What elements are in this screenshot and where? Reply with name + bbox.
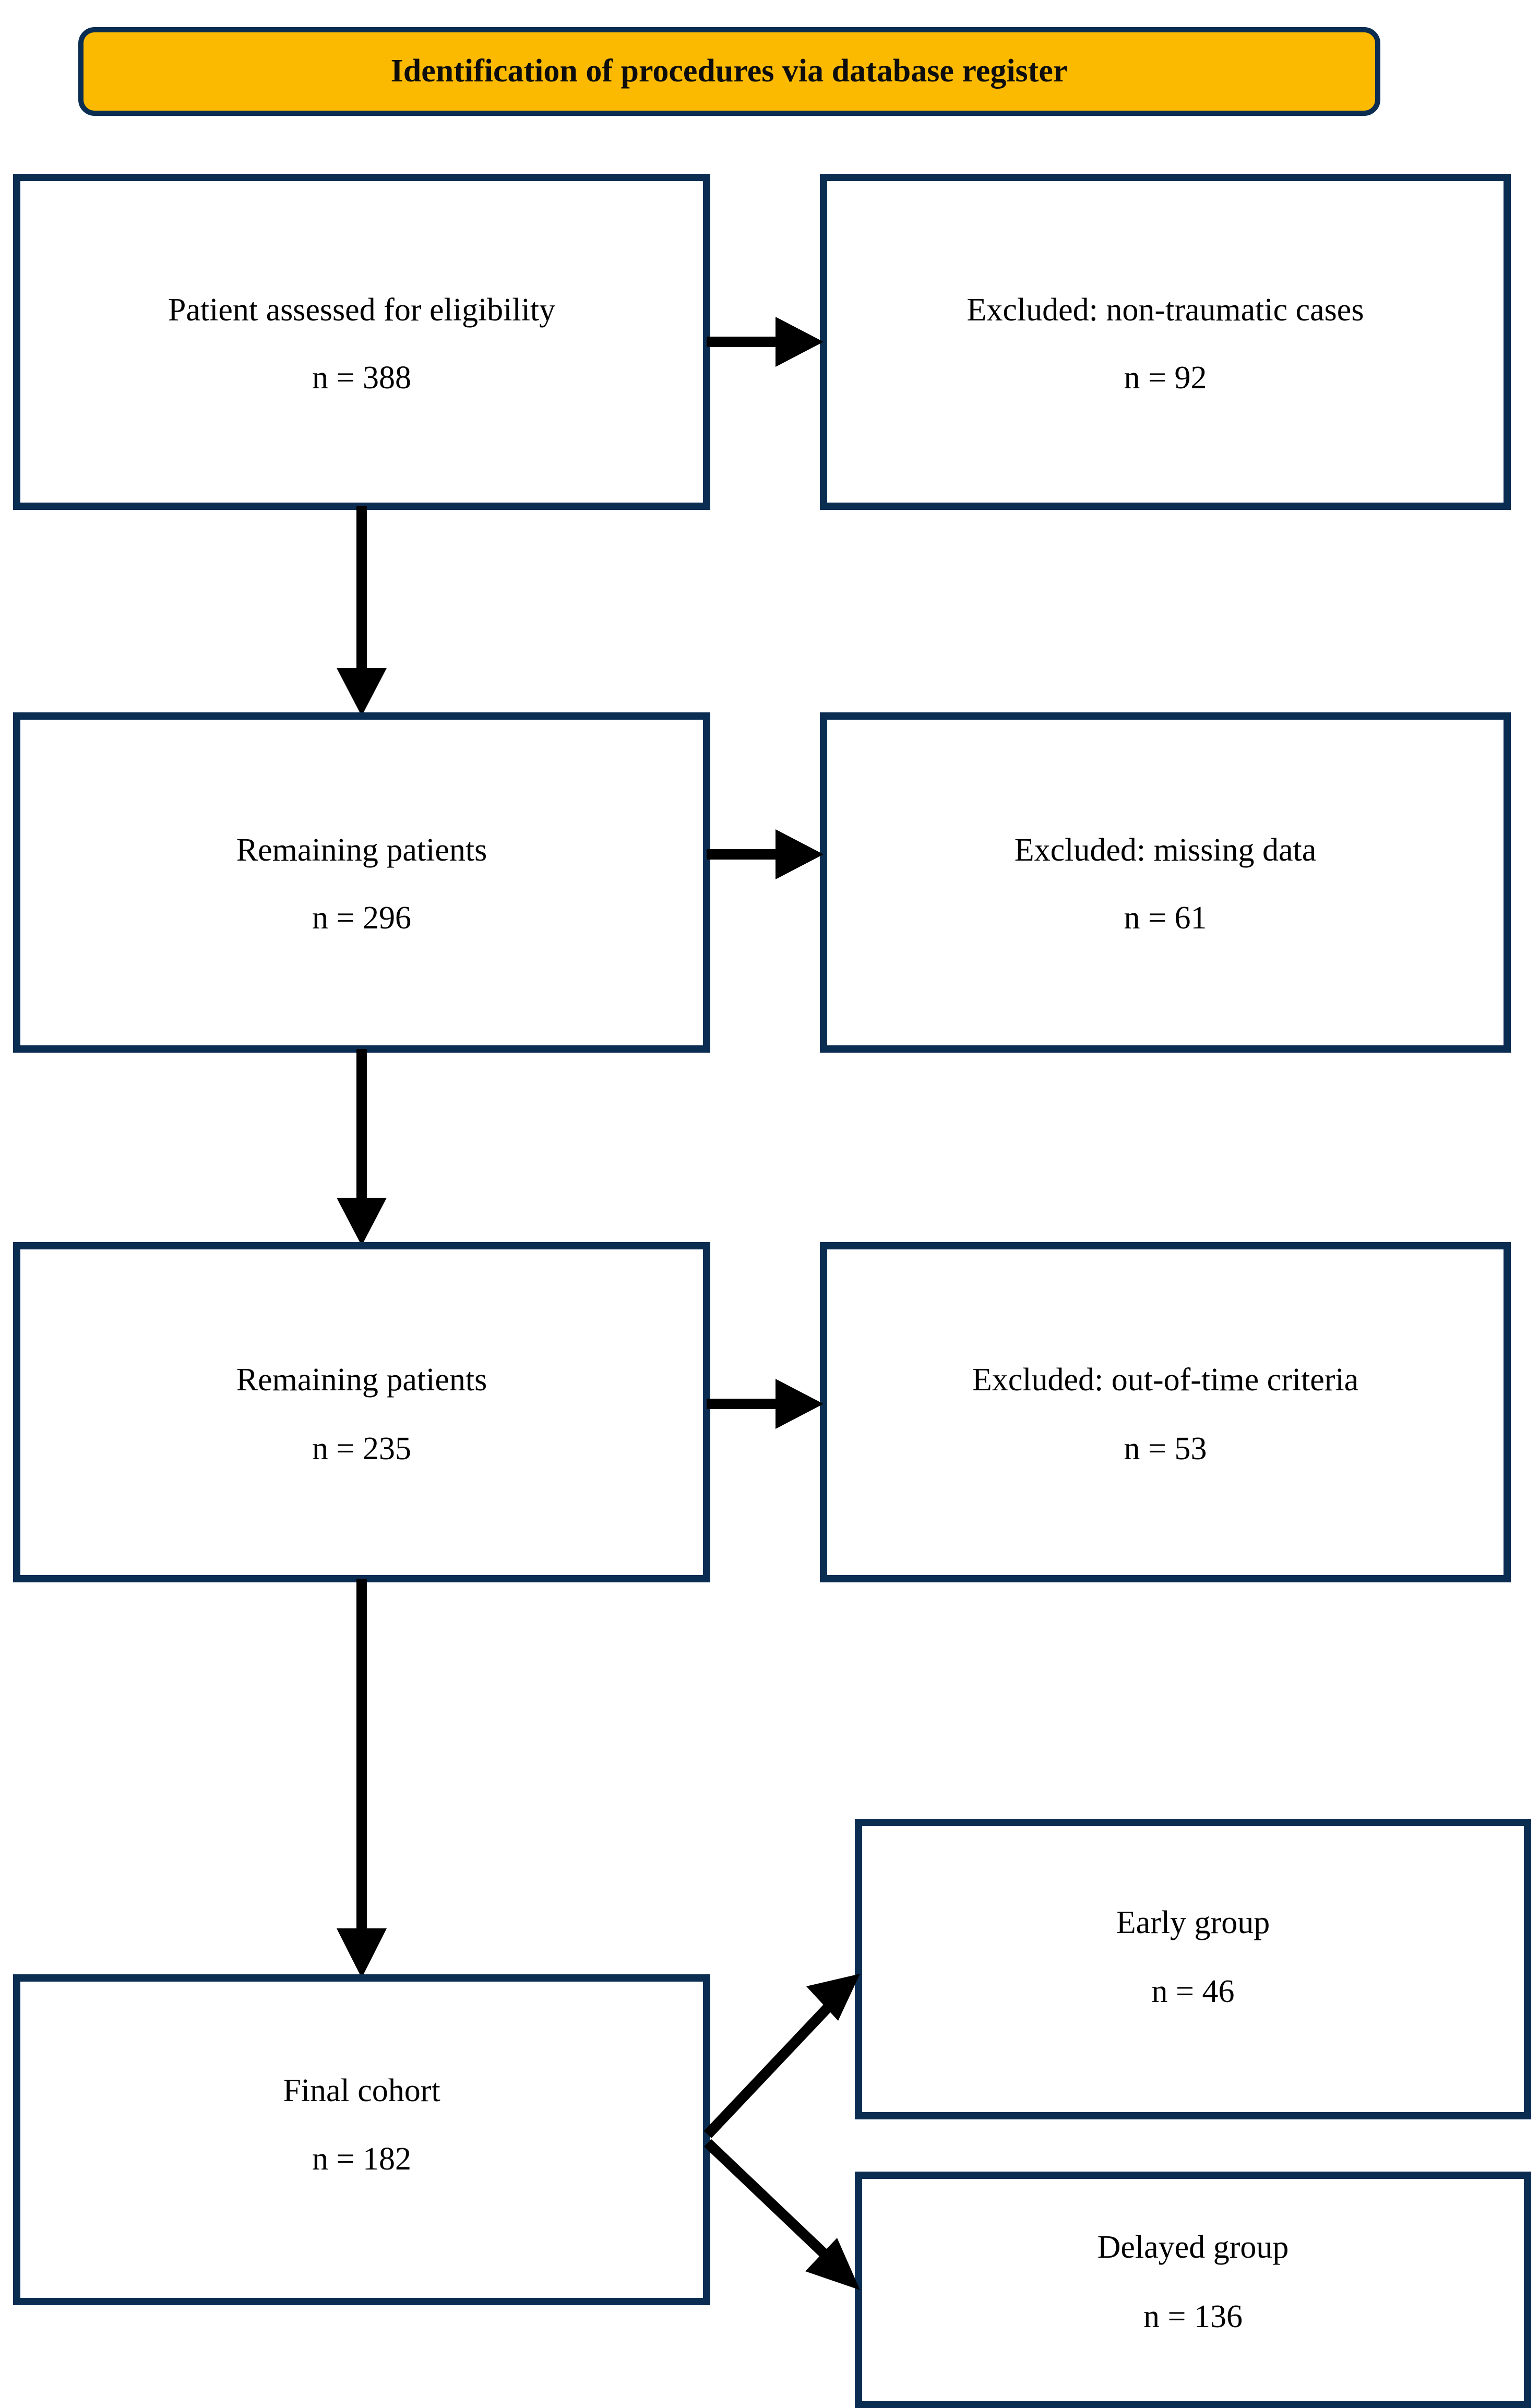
node-excluded-missing-data: Excluded: missing data n = 61 xyxy=(820,712,1511,1053)
edge-remaining-1-to-remaining-2 xyxy=(337,1049,387,1246)
node-remaining-2-count: n = 235 xyxy=(312,1431,411,1467)
arrow-head-icon xyxy=(806,1974,860,2021)
node-excluded-missing-data-label: Excluded: missing data xyxy=(1015,832,1317,868)
edge-line xyxy=(703,1995,840,2138)
node-delayed-group-count: n = 136 xyxy=(1143,2299,1243,2334)
node-excluded-out-of-time-count: n = 53 xyxy=(1124,1431,1207,1467)
edge-remaining-2-to-final-cohort xyxy=(337,1579,387,1978)
edge-line xyxy=(704,2139,840,2269)
node-eligibility-label: Patient assessed for eligibility xyxy=(168,292,555,328)
banner-identification: Identification of procedures via databas… xyxy=(78,27,1380,116)
edge-eligibility-to-remaining-1 xyxy=(337,506,387,716)
node-remaining-2-label: Remaining patients xyxy=(236,1362,487,1398)
node-eligibility-box xyxy=(13,174,710,510)
node-remaining-1: Remaining patients n = 296 xyxy=(13,712,710,1053)
arrow-head-icon xyxy=(805,2238,860,2290)
node-excluded-nontraumatic-count: n = 92 xyxy=(1124,360,1207,396)
arrow-head-icon xyxy=(337,1928,387,1978)
edge-remaining-1-to-excluded-missing-data xyxy=(707,829,824,879)
node-excluded-nontraumatic: Excluded: non-traumatic cases n = 92 xyxy=(820,174,1511,510)
arrow-head-icon xyxy=(776,829,824,879)
node-early-group: Early group n = 46 xyxy=(855,1819,1531,2119)
edge-final-cohort-to-delayed-group xyxy=(704,2139,860,2290)
node-final-cohort-count: n = 182 xyxy=(312,2141,411,2177)
node-final-cohort-box xyxy=(13,1974,710,2305)
node-excluded-missing-data-count: n = 61 xyxy=(1124,900,1207,936)
node-remaining-1-box xyxy=(13,712,710,1053)
arrow-head-icon xyxy=(776,317,824,367)
node-final-cohort: Final cohort n = 182 xyxy=(13,1974,710,2305)
node-excluded-nontraumatic-box xyxy=(820,174,1511,510)
node-remaining-2: Remaining patients n = 235 xyxy=(13,1242,710,1582)
node-excluded-out-of-time: Excluded: out-of-time criteria n = 53 xyxy=(820,1242,1511,1582)
node-remaining-1-count: n = 296 xyxy=(312,900,411,936)
arrow-head-icon xyxy=(337,668,387,716)
node-delayed-group: Delayed group n = 136 xyxy=(855,2172,1531,2408)
edge-final-cohort-to-early-group xyxy=(703,1974,860,2138)
node-delayed-group-box xyxy=(855,2172,1531,2408)
node-excluded-out-of-time-box xyxy=(820,1242,1511,1582)
node-delayed-group-label: Delayed group xyxy=(1097,2230,1289,2265)
node-final-cohort-label: Final cohort xyxy=(283,2073,440,2108)
node-eligibility-count: n = 388 xyxy=(312,360,411,396)
node-excluded-nontraumatic-label: Excluded: non-traumatic cases xyxy=(967,292,1364,328)
banner-shape xyxy=(78,27,1380,116)
node-excluded-missing-data-box xyxy=(820,712,1511,1053)
arrow-head-icon xyxy=(776,1379,824,1429)
node-early-group-count: n = 46 xyxy=(1152,1974,1235,2009)
banner-title: Identification of procedures via databas… xyxy=(391,53,1068,89)
arrow-head-icon xyxy=(337,1198,387,1246)
node-early-group-label: Early group xyxy=(1116,1905,1270,1940)
node-early-group-box xyxy=(855,1819,1531,2119)
edge-remaining-2-to-excluded-out-of-time xyxy=(707,1379,824,1429)
node-eligibility: Patient assessed for eligibility n = 388 xyxy=(13,174,710,510)
edge-eligibility-to-excluded-nontraumatic xyxy=(707,317,824,367)
node-excluded-out-of-time-label: Excluded: out-of-time criteria xyxy=(972,1362,1358,1398)
node-remaining-2-box xyxy=(13,1242,710,1582)
node-remaining-1-label: Remaining patients xyxy=(236,832,487,868)
